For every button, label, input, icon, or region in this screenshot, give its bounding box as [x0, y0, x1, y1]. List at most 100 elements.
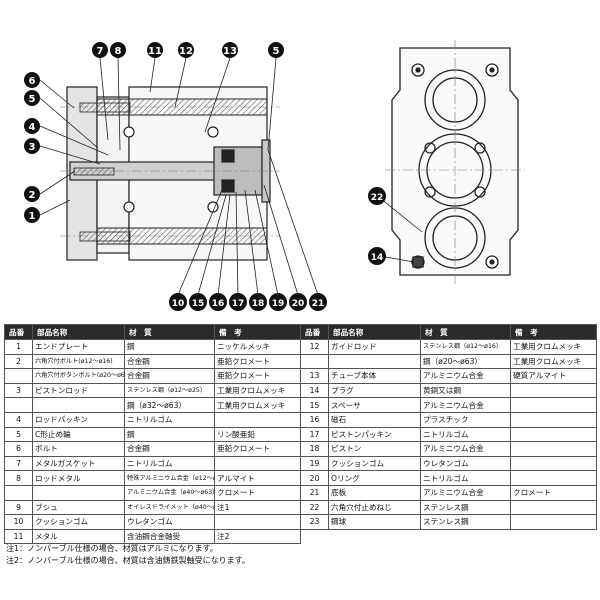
material-cell: 合金鋼	[124, 353, 215, 370]
remark-cell: アルマイト	[214, 470, 301, 486]
part-name-cell: チューブ本体	[328, 368, 421, 384]
part-name-cell: C形止め輪	[32, 426, 125, 443]
leader-lines	[39, 57, 423, 296]
svg-text:1: 1	[29, 211, 36, 222]
header-material: 材 質	[420, 324, 511, 340]
svg-text:19: 19	[272, 299, 285, 309]
svg-text:16: 16	[212, 299, 225, 309]
remark-cell	[510, 499, 597, 516]
svg-text:10: 10	[172, 299, 185, 309]
header-remark: 備 考	[510, 324, 597, 340]
part-name-cell: ボルト	[32, 441, 125, 457]
callout-bottom-21: 21	[309, 293, 327, 311]
part-name-cell	[32, 397, 125, 413]
remark-cell	[510, 411, 597, 428]
table-row: 鋼（ø20〜ø63）工業用クロムメッキ	[300, 353, 597, 370]
material-cell: アルミニウム合金	[420, 484, 511, 501]
callout-top-12: 12	[178, 42, 194, 58]
callout-bottom-15: 15	[189, 293, 207, 311]
table-header-row: 品番 部品名称 材 質 備 考	[300, 324, 597, 340]
material-cell: 含油鋼合金軸受	[124, 528, 215, 545]
svg-text:2: 2	[29, 190, 36, 201]
svg-text:8: 8	[115, 46, 122, 57]
part-name-cell: 六角穴付止めねじ	[328, 499, 421, 516]
material-cell: ニトリルゴム	[124, 411, 215, 428]
callout-bottom-17: 17	[229, 293, 247, 311]
svg-text:11: 11	[148, 46, 162, 57]
part-number-cell: 22	[300, 499, 329, 516]
part-name-cell: プラグ	[328, 382, 421, 399]
part-name-cell: クッションゴム	[32, 514, 125, 530]
table-header-row: 品番 部品名称 材 質 備 考	[4, 324, 301, 340]
material-cell: アルミニウム合金（ø40〜ø63）	[124, 484, 215, 501]
remark-cell: リン酸亜鉛	[214, 426, 301, 443]
material-cell: ステンレス鋼（ø12〜ø16）	[420, 339, 511, 355]
part-number-cell: 10	[4, 514, 33, 530]
material-cell: 鋼（ø32〜ø63）	[124, 397, 215, 413]
note-2: 注2：ノンパーブル仕様の場合、材質は含油鋳鉄製軸受になります。	[6, 556, 250, 565]
remark-cell: 亜鉛クロメート	[214, 368, 301, 384]
part-number-cell: 13	[300, 368, 329, 384]
part-name-cell: ピストンロッド	[32, 382, 125, 399]
part-number-cell: 16	[300, 411, 329, 428]
svg-text:22: 22	[371, 193, 384, 203]
part-name-cell: ピストン	[328, 441, 421, 457]
callout-bottom-19: 19	[269, 293, 287, 311]
material-cell: アルミニウム合金	[420, 397, 511, 413]
callout-left-4: 4	[24, 118, 40, 134]
callout-left-5: 5	[24, 90, 40, 106]
part-number-cell: 12	[300, 339, 329, 355]
material-cell: 鋼	[124, 339, 215, 355]
svg-text:7: 7	[97, 46, 104, 57]
part-name-cell: 底板	[328, 484, 421, 501]
callout-left-1: 1	[24, 207, 40, 223]
part-number-cell	[300, 353, 329, 370]
svg-text:14: 14	[371, 253, 384, 263]
svg-text:13: 13	[223, 46, 237, 57]
part-number-cell: 9	[4, 499, 33, 516]
part-name-cell: Oリング	[328, 470, 421, 486]
part-name-cell: 六角穴付ボタンボルト(ø20〜ø63)	[32, 368, 125, 384]
part-name-cell	[32, 484, 125, 501]
svg-text:5: 5	[29, 94, 36, 105]
remark-cell: 注2	[214, 528, 301, 545]
part-name-cell: ロッドメタル	[32, 470, 125, 486]
remark-cell: 亜鉛クロメート	[214, 441, 301, 457]
header-no: 品番	[300, 324, 329, 340]
cylinder-drawing: 7 8 11 12 13 5 6 5 4 3 2 1 10 15 16 17 1…	[24, 40, 525, 311]
section-view	[60, 86, 280, 261]
part-number-cell: 5	[4, 426, 33, 443]
svg-text:6: 6	[29, 76, 36, 87]
material-cell: ステンレス鋼	[420, 514, 511, 530]
part-name-cell	[328, 353, 421, 370]
remark-cell: 亜鉛クロメート	[214, 353, 301, 370]
remark-cell: 工業用クロムメッキ	[214, 382, 301, 399]
material-cell: ニトリルゴム	[124, 455, 215, 472]
material-cell: ニトリルゴム	[420, 426, 511, 443]
part-name-cell: 六角穴付ボルト(ø12〜ø16)	[32, 353, 125, 370]
header-name: 部品名称	[32, 324, 125, 340]
part-name-cell: メタルガスケット	[32, 455, 125, 472]
remark-cell	[214, 514, 301, 530]
part-name-cell: ピストンパッキン	[328, 426, 421, 443]
callout-left-3: 3	[24, 138, 40, 154]
table-row: 六角穴付ボタンボルト(ø20〜ø63)合金鋼亜鉛クロメート	[4, 368, 301, 384]
part-name-cell: ガイドロッド	[328, 339, 421, 355]
material-cell: オイレスドライメット（ø40〜ø63）	[124, 499, 215, 516]
callout-bottom-20: 20	[289, 293, 307, 311]
part-name-cell: ブシュ	[32, 499, 125, 516]
part-number-cell: 23	[300, 514, 329, 530]
callout-bottom-10: 10	[169, 293, 187, 311]
